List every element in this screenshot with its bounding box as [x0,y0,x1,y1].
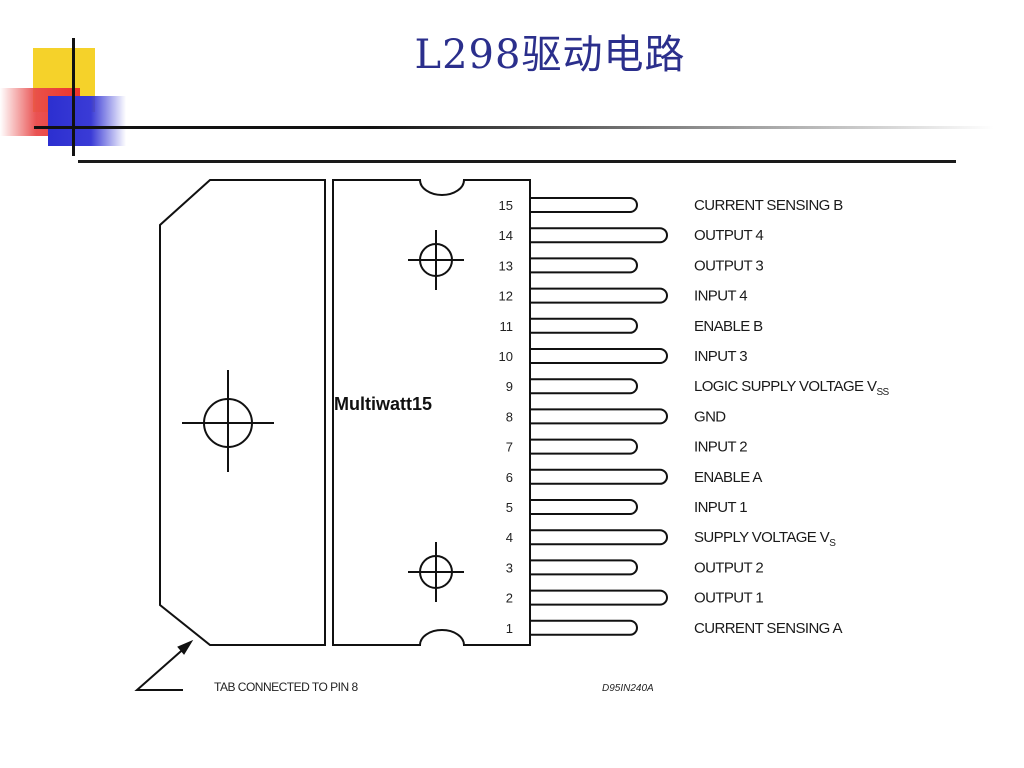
pin-number: 4 [506,530,513,545]
pin-label: INPUT 1 [694,499,747,516]
pin-lead [530,317,638,334]
pin-lead [530,348,668,364]
pin-label: OUTPUT 4 [694,227,763,244]
pin-label: INPUT 4 [694,288,747,305]
mounting-hole-icon [182,370,274,472]
pin-number: 3 [506,560,513,575]
mounting-hole-icon [408,542,464,602]
pin-label-subscript: SS [876,387,889,398]
pin-label: OUTPUT 3 [694,257,763,274]
slide-title: L298驱动电路 [414,32,686,78]
pin-lead [530,378,638,395]
slide-accent-vertical-line [72,38,75,156]
pin-label: GND [694,408,726,425]
pin-label: OUTPUT 1 [694,590,763,607]
pin-number: 13 [499,258,513,273]
pin-lead [530,257,638,274]
pin-number: 2 [506,591,513,606]
document-code: D95IN240A [602,683,654,694]
pin-label: ENABLE A [694,469,762,486]
tab-note: TAB CONNECTED TO PIN 8 [214,680,359,694]
tab-arrow-icon [134,639,194,691]
pin-number: 12 [499,289,513,304]
heatsink-tab [159,179,326,646]
pin-number: 1 [506,621,513,636]
pin-label: CURRENT SENSING A [694,620,842,637]
pin-lead [530,468,668,485]
package-name: Multiwatt15 [334,394,432,414]
pin-number: 9 [506,379,513,394]
pin-number: 8 [506,409,513,424]
pin-label: INPUT 2 [694,439,747,456]
pin-lead [530,287,668,304]
pin-lead [530,619,638,636]
pin-number: 6 [506,470,513,485]
pin-number: 5 [506,500,513,515]
pin-label-subscript: S [829,538,836,549]
pin-number: 11 [500,319,514,334]
mounting-hole-icon [408,230,464,290]
pin-number: 10 [499,349,513,364]
title-divider [78,160,956,163]
pin-label: LOGIC SUPPLY VOLTAGE VSS [694,378,890,398]
pin-number: 15 [499,198,513,213]
pin-lead [530,589,668,606]
pin-label: ENABLE B [694,318,763,335]
pin-lead [530,438,638,455]
pin-label: INPUT 3 [694,348,747,365]
pin-label: CURRENT SENSING B [694,197,843,214]
pin-label: SUPPLY VOLTAGE VS [694,529,836,549]
pin-number: 7 [506,440,513,455]
pin-label: OUTPUT 2 [694,559,763,576]
pin-lead [530,499,638,515]
pin-lead [530,408,668,425]
pin-lead [530,559,638,576]
pin-lead [530,529,668,546]
pin-lead [530,197,638,213]
slide-accent-horizontal-line [34,126,994,129]
package-body [332,179,531,646]
pin-lead [530,227,668,244]
pin-number: 14 [499,228,513,243]
slide-accent-blue [48,96,126,146]
